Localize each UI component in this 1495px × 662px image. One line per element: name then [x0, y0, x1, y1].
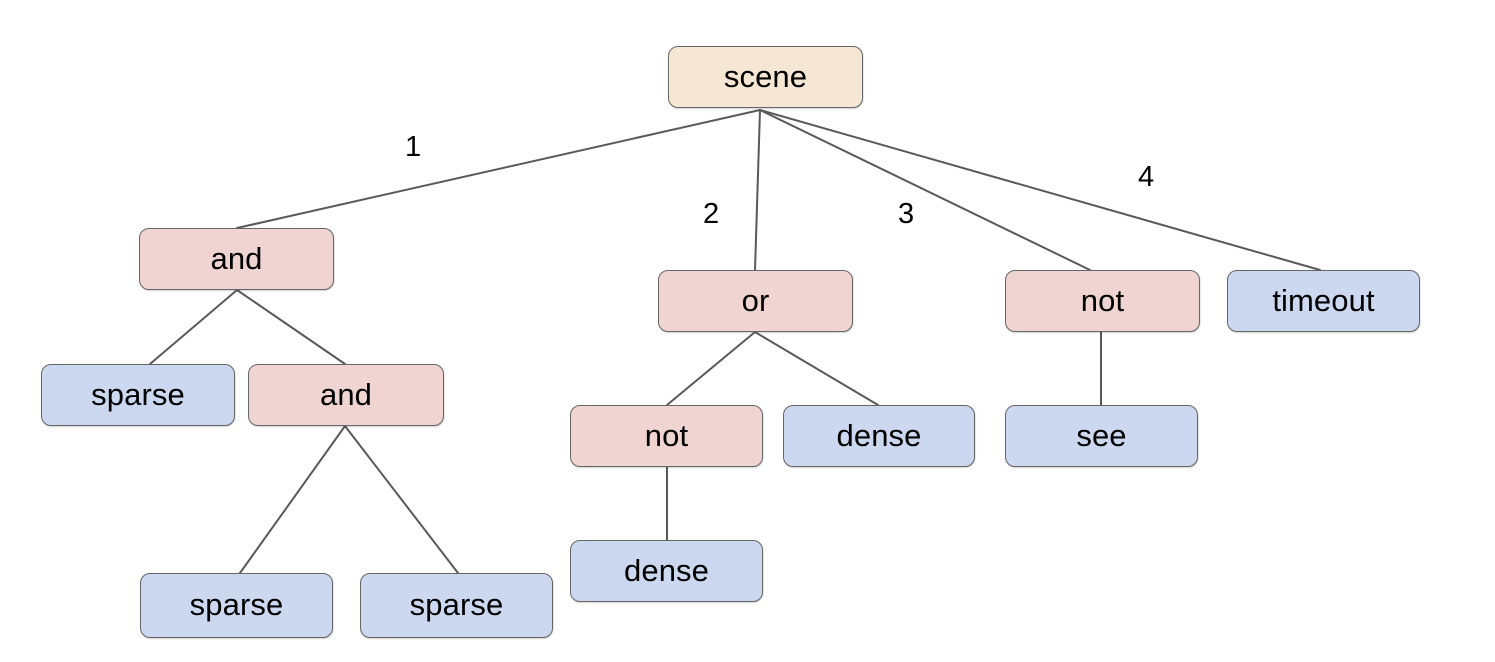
edge-label: 4 [1138, 161, 1155, 193]
edge-label: 1 [405, 131, 422, 163]
tree-node-dense2[interactable]: dense [570, 540, 763, 602]
tree-node-label: or [741, 282, 770, 318]
tree-edge [754, 109, 761, 271]
tree-node-label: scene [723, 58, 808, 94]
tree-node-label: and [319, 376, 373, 412]
tree-edge [239, 425, 346, 574]
tree-node-sparse1[interactable]: sparse [41, 364, 235, 426]
tree-edge [666, 331, 756, 406]
tree-edge [754, 331, 879, 406]
tree-node-and1[interactable]: and [139, 228, 334, 290]
tree-node-not2[interactable]: not [570, 405, 763, 467]
tree-node-and2[interactable]: and [248, 364, 444, 426]
tree-node-sparse3[interactable]: sparse [360, 573, 553, 638]
tree-node-or1[interactable]: or [658, 270, 853, 332]
tree-node-dense1[interactable]: dense [783, 405, 975, 467]
tree-node-scene[interactable]: scene [668, 46, 863, 108]
edge-label: 2 [703, 198, 720, 230]
tree-node-label: dense [836, 417, 922, 453]
tree-node-not1[interactable]: not [1005, 270, 1200, 332]
tree-node-label: dense [624, 552, 709, 588]
tree-node-label: sparse [91, 376, 185, 412]
tree-node-see1[interactable]: see [1005, 405, 1198, 467]
tree-node-label: not [644, 417, 689, 453]
tree-edge [236, 289, 346, 365]
tree-node-label: sparse [189, 587, 284, 622]
tree-edge [149, 289, 238, 365]
tree-node-label: and [210, 240, 263, 276]
tree-edge [344, 425, 459, 574]
tree-node-label: sparse [409, 587, 504, 622]
tree-edge [236, 109, 761, 229]
tree-edge [759, 109, 1321, 271]
tree-node-label: timeout [1272, 282, 1375, 318]
tree-node-timeout1[interactable]: timeout [1227, 270, 1420, 332]
tree-edge [759, 109, 1091, 271]
tree-node-label: see [1076, 417, 1127, 453]
tree-node-label: not [1080, 282, 1125, 318]
edge-label: 3 [898, 198, 915, 230]
tree-node-sparse2[interactable]: sparse [140, 573, 333, 638]
